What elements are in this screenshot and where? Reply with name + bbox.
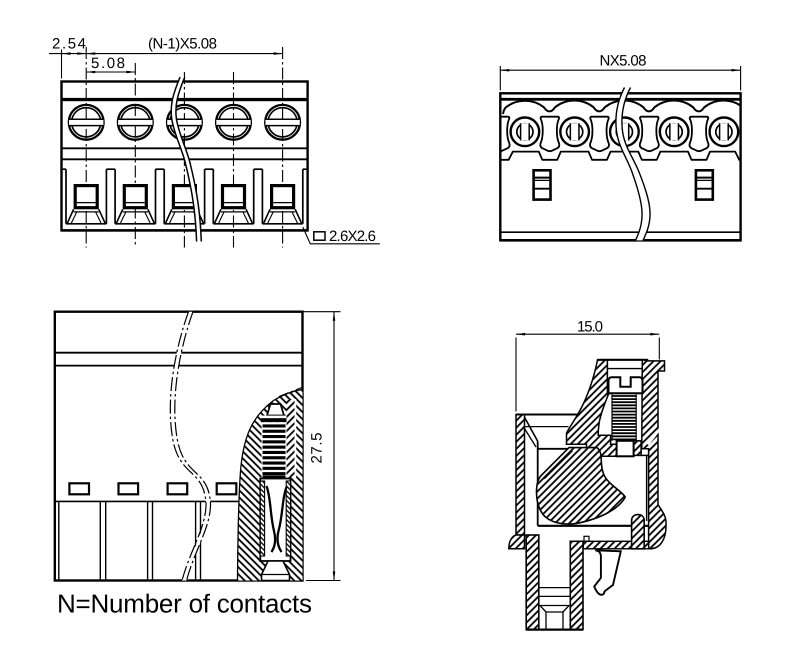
svg-text:(N-1)X5.08: (N-1)X5.08 [148, 36, 217, 53]
svg-text:15.0: 15.0 [577, 318, 603, 335]
svg-text:5.08: 5.08 [91, 55, 125, 72]
svg-text:N=Number of contacts: N=Number of contacts [57, 589, 312, 619]
svg-text:27.5: 27.5 [309, 433, 326, 464]
svg-text:2.6X2.6: 2.6X2.6 [329, 228, 376, 245]
svg-text:2.54: 2.54 [52, 36, 86, 53]
svg-text:NX5.08: NX5.08 [600, 53, 647, 70]
